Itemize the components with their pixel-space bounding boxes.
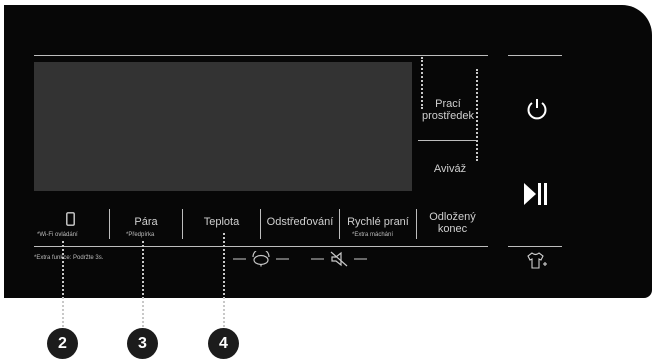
start-pause-button[interactable] — [518, 179, 554, 209]
extra-care-button[interactable] — [524, 251, 550, 271]
display-screen — [34, 62, 412, 191]
spin-button[interactable]: Odstřeďování — [261, 207, 339, 245]
delay-end-line2: konec — [437, 223, 468, 235]
side-top-rule — [508, 55, 562, 56]
callout-2: 2 — [47, 328, 78, 359]
side-bottom-rule — [508, 246, 562, 247]
shirt-plus-icon — [526, 252, 548, 270]
separator-5 — [416, 209, 417, 239]
temperature-label: Teplota — [203, 216, 240, 228]
detergent-guide-right — [476, 69, 478, 161]
separator-2 — [182, 209, 183, 239]
separator-3 — [260, 209, 261, 239]
callout-4: 4 — [208, 328, 239, 359]
wifi-button[interactable]: *Wi-Fi ovládání — [34, 207, 108, 245]
mute-icon — [330, 251, 348, 267]
delay-end-label: Odložený konec — [417, 211, 488, 235]
steam-label: Pára — [134, 216, 158, 228]
callout-3: 3 — [127, 328, 158, 359]
smartphone-icon — [66, 212, 75, 226]
prewash-sub-label: *Předpírka — [126, 232, 155, 238]
power-button[interactable] — [520, 92, 554, 126]
separator-1 — [109, 209, 110, 239]
callout-line-3 — [142, 241, 144, 327]
compartment-divider — [418, 140, 478, 141]
extra-function-note: *Extra funkce: Podržte 3s. — [34, 255, 104, 261]
steam-button[interactable]: Pára *Předpírka — [110, 207, 182, 245]
mute-indicator[interactable] — [310, 251, 368, 267]
spin-label: Odstřeďování — [266, 216, 334, 228]
temperature-button[interactable]: Teplota — [183, 207, 260, 245]
play-pause-icon — [523, 182, 549, 206]
delay-end-line1: Odložený — [429, 211, 476, 223]
quick-wash-button[interactable]: Rychlé praní *Extra máchání — [340, 207, 416, 245]
callout-line-4 — [223, 233, 225, 327]
detergent-label: Prací prostředek — [418, 98, 478, 122]
top-rule — [34, 55, 488, 56]
child-lock-icon — [252, 248, 270, 267]
wifi-sub-label: *Wi-Fi ovládání — [37, 232, 78, 238]
delay-end-button[interactable]: Odložený konec — [417, 207, 488, 245]
bottom-rule — [34, 246, 488, 247]
quick-wash-label: Rychlé praní — [347, 216, 409, 228]
callout-line-2 — [62, 241, 64, 327]
child-lock-indicator[interactable] — [232, 248, 290, 267]
power-icon — [525, 97, 549, 121]
detergent-label-line2: prostředek — [422, 110, 474, 122]
separator-4 — [339, 209, 340, 239]
detergent-guide-left — [421, 57, 423, 109]
softener-label: Aviváž — [433, 163, 467, 175]
extra-rinse-sub-label: *Extra máchání — [352, 232, 394, 238]
detergent-label-line1: Prací — [435, 98, 461, 110]
